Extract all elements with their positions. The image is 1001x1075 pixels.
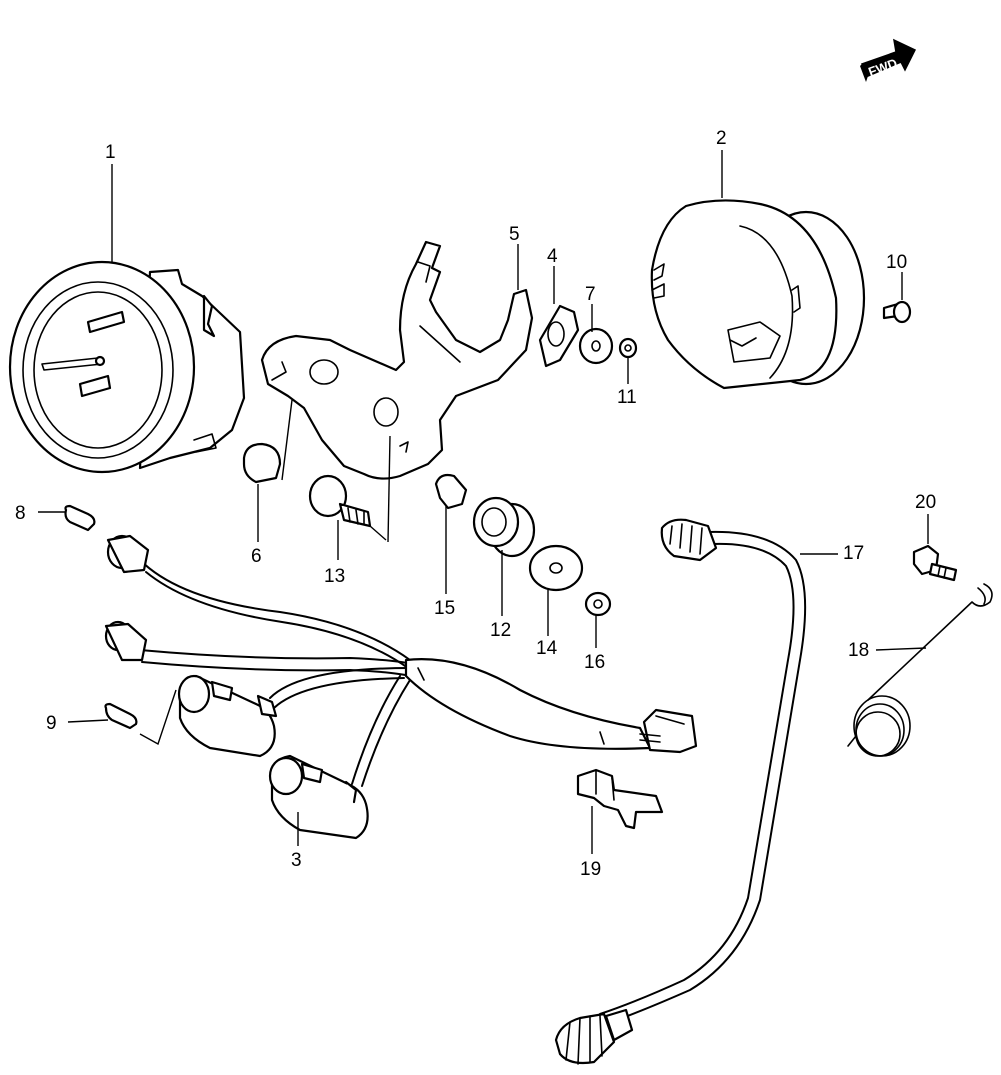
part-19-clamp — [576, 768, 664, 830]
callout-16: 16 — [584, 652, 605, 673]
part-11-nut — [618, 337, 638, 359]
callout-10: 10 — [886, 252, 907, 273]
part-18-spring — [847, 583, 993, 757]
part-9-bulb — [104, 702, 138, 730]
part-13-bolt — [308, 474, 372, 528]
callout-3: 3 — [291, 850, 302, 871]
part-4-grommet — [538, 304, 580, 368]
part-6-cushion — [242, 442, 282, 484]
callout-13: 13 — [324, 566, 345, 587]
callout-15: 15 — [434, 598, 455, 619]
callout-11: 11 — [617, 387, 637, 408]
callout-9: 9 — [46, 713, 57, 734]
part-12-grommet — [472, 496, 536, 558]
callout-4: 4 — [547, 246, 558, 267]
part-14-washer — [528, 544, 584, 592]
part-10-screw — [882, 300, 912, 324]
part-3-bulb-socket — [268, 754, 369, 840]
part-9-bulb-socket — [177, 674, 278, 758]
part-15-cushion — [434, 473, 468, 510]
callout-20: 20 — [915, 492, 936, 513]
wiring-harness — [104, 534, 698, 787]
part-8-bulb — [64, 504, 96, 532]
callout-5: 5 — [509, 224, 520, 245]
part-7-washer — [578, 327, 614, 365]
part-16-nut — [584, 591, 612, 617]
callout-1: 1 — [105, 142, 116, 163]
callout-labels: 1 2 3 4 5 6 7 8 9 10 11 12 13 14 15 16 1… — [15, 128, 936, 880]
fwd-arrow-icon: FWD — [860, 38, 917, 82]
callout-7: 7 — [585, 284, 596, 305]
part-17-cable — [554, 518, 807, 1065]
fwd-label: FWD — [866, 55, 899, 79]
part-5-bracket — [260, 240, 534, 480]
callout-12: 12 — [490, 620, 511, 641]
part-1-speedometer — [8, 260, 246, 474]
part-2-meter-cover — [650, 199, 866, 390]
callout-14: 14 — [536, 638, 558, 659]
callout-8: 8 — [15, 503, 26, 524]
part-20-bolt — [912, 544, 958, 582]
leader-lines — [38, 150, 929, 854]
callout-17: 17 — [843, 543, 864, 564]
callout-18: 18 — [848, 640, 869, 661]
callout-2: 2 — [716, 128, 727, 149]
callout-6: 6 — [251, 546, 262, 567]
callout-19: 19 — [580, 859, 601, 880]
